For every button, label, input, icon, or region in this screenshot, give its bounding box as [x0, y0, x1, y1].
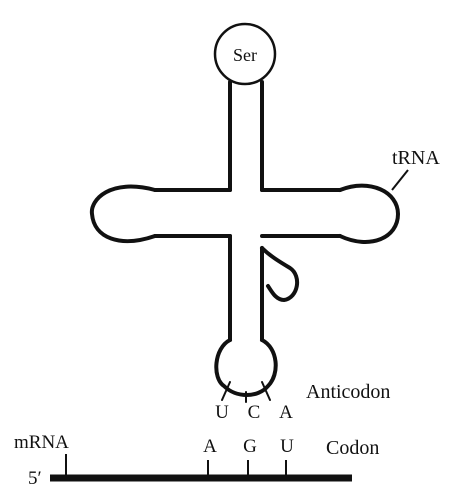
trna-label: tRNA — [392, 147, 440, 169]
trna-pointer — [392, 170, 408, 190]
mrna-5prime-label: 5′ — [28, 468, 42, 489]
mrna-strand — [50, 454, 352, 478]
anticodon-base-2: C — [248, 402, 261, 423]
right-loop — [340, 186, 398, 242]
variable-loop — [262, 248, 297, 300]
amino-acid-label: Ser — [233, 45, 257, 65]
codon-base-2: G — [243, 436, 257, 457]
anticodon-label: Anticodon — [306, 381, 390, 403]
codon-base-1: A — [203, 436, 217, 457]
codon-label: Codon — [326, 437, 379, 459]
codon-base-3: U — [280, 436, 294, 457]
anticodon-base-1: U — [215, 402, 229, 423]
trna-structure — [92, 82, 398, 402]
anticodon-loop — [216, 340, 275, 395]
mrna-label: mRNA — [14, 432, 69, 453]
left-loop — [92, 187, 155, 242]
anticodon-base-3: A — [279, 402, 293, 423]
